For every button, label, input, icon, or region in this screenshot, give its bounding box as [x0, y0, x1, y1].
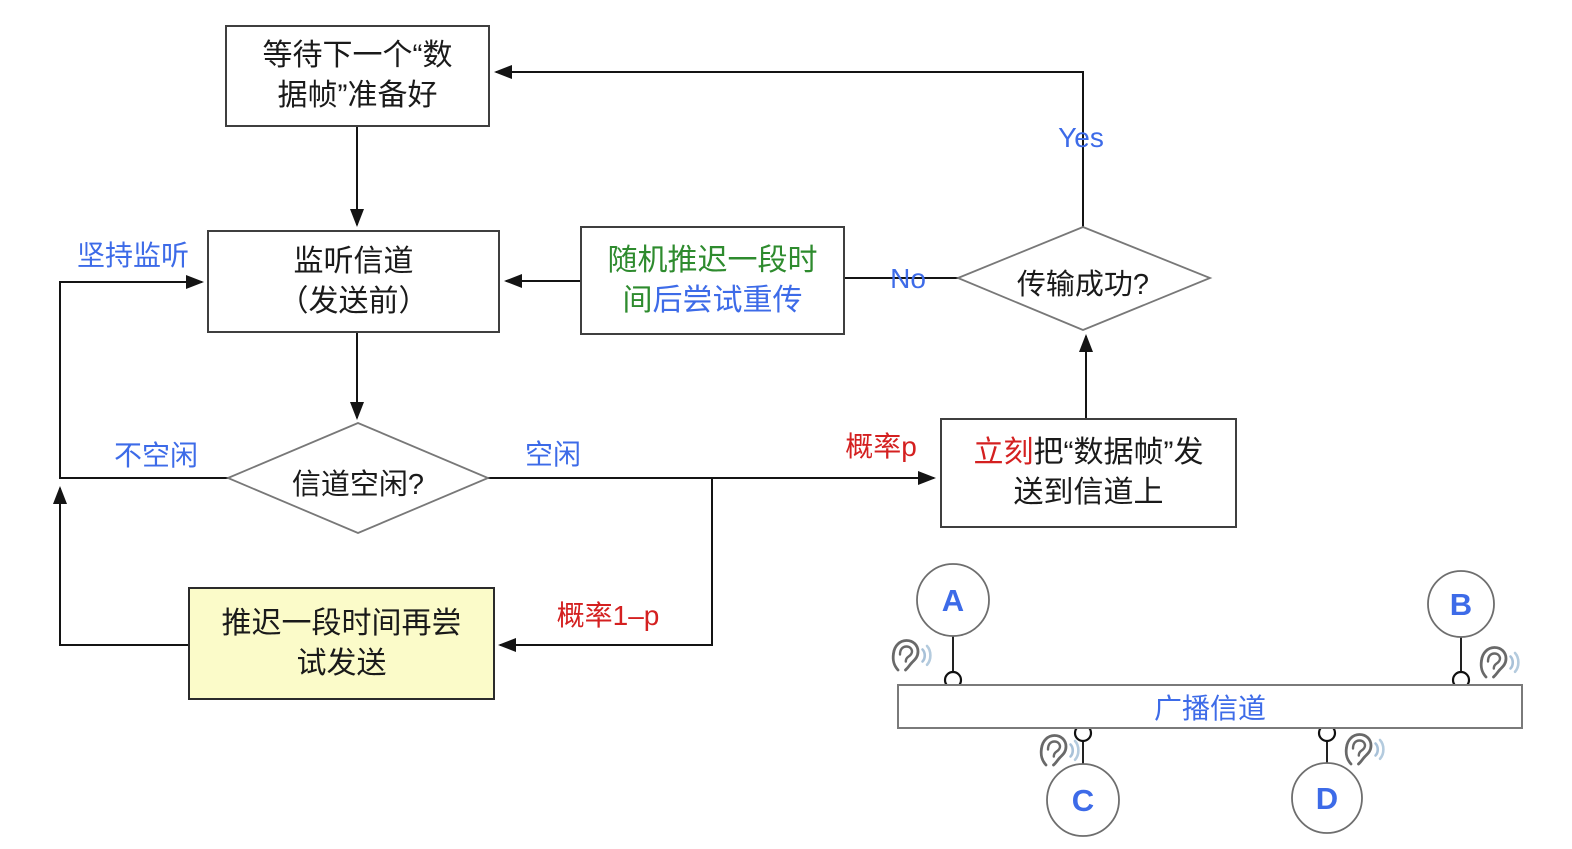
- send-box-immediately-red: 立刻: [973, 436, 1034, 469]
- idle-diamond-shape: [225, 422, 491, 534]
- node-b-ear-icon: [1479, 646, 1520, 679]
- node-d-ear-icon: [1344, 733, 1385, 766]
- node-b-circle: [1427, 570, 1495, 638]
- node-c-circle: [1046, 763, 1120, 837]
- idle-diamond-label: 信道空闲?: [291, 469, 425, 501]
- wait-box-line1: 等待下一个“数: [262, 39, 453, 72]
- node-a-ear-icon: [891, 639, 932, 672]
- wait-next-frame-box: 等待下一个“数 据帧”准备好: [225, 25, 490, 127]
- node-d-label: D: [1315, 781, 1339, 816]
- listen-box-line2: （发送前）: [278, 284, 429, 318]
- yes-label: Yes: [1058, 122, 1104, 153]
- success-diamond-shape: [955, 226, 1213, 331]
- arrow-yes-to-wait: [494, 65, 1084, 227]
- busy-label: 不空闲: [113, 440, 198, 471]
- send-box-line1-rest: 把“数据帧”发: [1033, 436, 1204, 469]
- probability-p-label: 概率p: [845, 431, 917, 462]
- retry-box-line2-blue: 后尝试重传: [652, 283, 803, 317]
- success-diamond-label: 传输成功?: [1016, 269, 1150, 301]
- retry-box-line2-green: 间: [622, 283, 653, 317]
- persist-listen-label: 坚持监听: [76, 240, 189, 271]
- node-a-label: A: [941, 583, 965, 618]
- node-d-circle: [1291, 762, 1363, 834]
- arrow-prob1p-to-defer: [498, 478, 713, 652]
- defer-retry-box: 推迟一段时间再尝 试发送: [188, 587, 495, 700]
- send-box-line2: 送到信道上: [1013, 476, 1164, 509]
- arrow-busy-persist-loop: [59, 275, 228, 479]
- arrow-defer-merge-up: [53, 486, 188, 646]
- send-frame-box: 立刻把“数据帧”发 送到信道上: [940, 418, 1237, 528]
- node-c-ear-icon: [1039, 734, 1080, 767]
- retry-box-line2: 间后尝试重传: [623, 281, 803, 321]
- random-retry-box: 随机推迟一段时 间后尝试重传: [580, 226, 845, 335]
- node-b-label: B: [1449, 587, 1473, 622]
- no-label: No: [890, 263, 926, 294]
- node-c-label: C: [1071, 783, 1095, 818]
- retry-box-line1: 随机推迟一段时: [607, 243, 818, 277]
- broadcast-channel-label: 广播信道: [1153, 692, 1266, 724]
- broadcast-channel-bar: 广播信道: [897, 684, 1523, 729]
- listen-box-line1: 监听信道: [293, 244, 414, 278]
- idle-label: 空闲: [524, 439, 581, 470]
- probability-1-minus-p-label: 概率1–p: [556, 600, 660, 631]
- defer-box-line2: 试发送: [296, 646, 387, 680]
- defer-box-line1: 推迟一段时间再尝: [221, 606, 462, 640]
- send-box-line1: 立刻把“数据帧”发: [974, 433, 1204, 473]
- wait-box-line2: 据帧”准备好: [277, 79, 438, 112]
- listen-channel-box: 监听信道 （发送前）: [207, 230, 500, 333]
- node-a-circle: [916, 563, 990, 637]
